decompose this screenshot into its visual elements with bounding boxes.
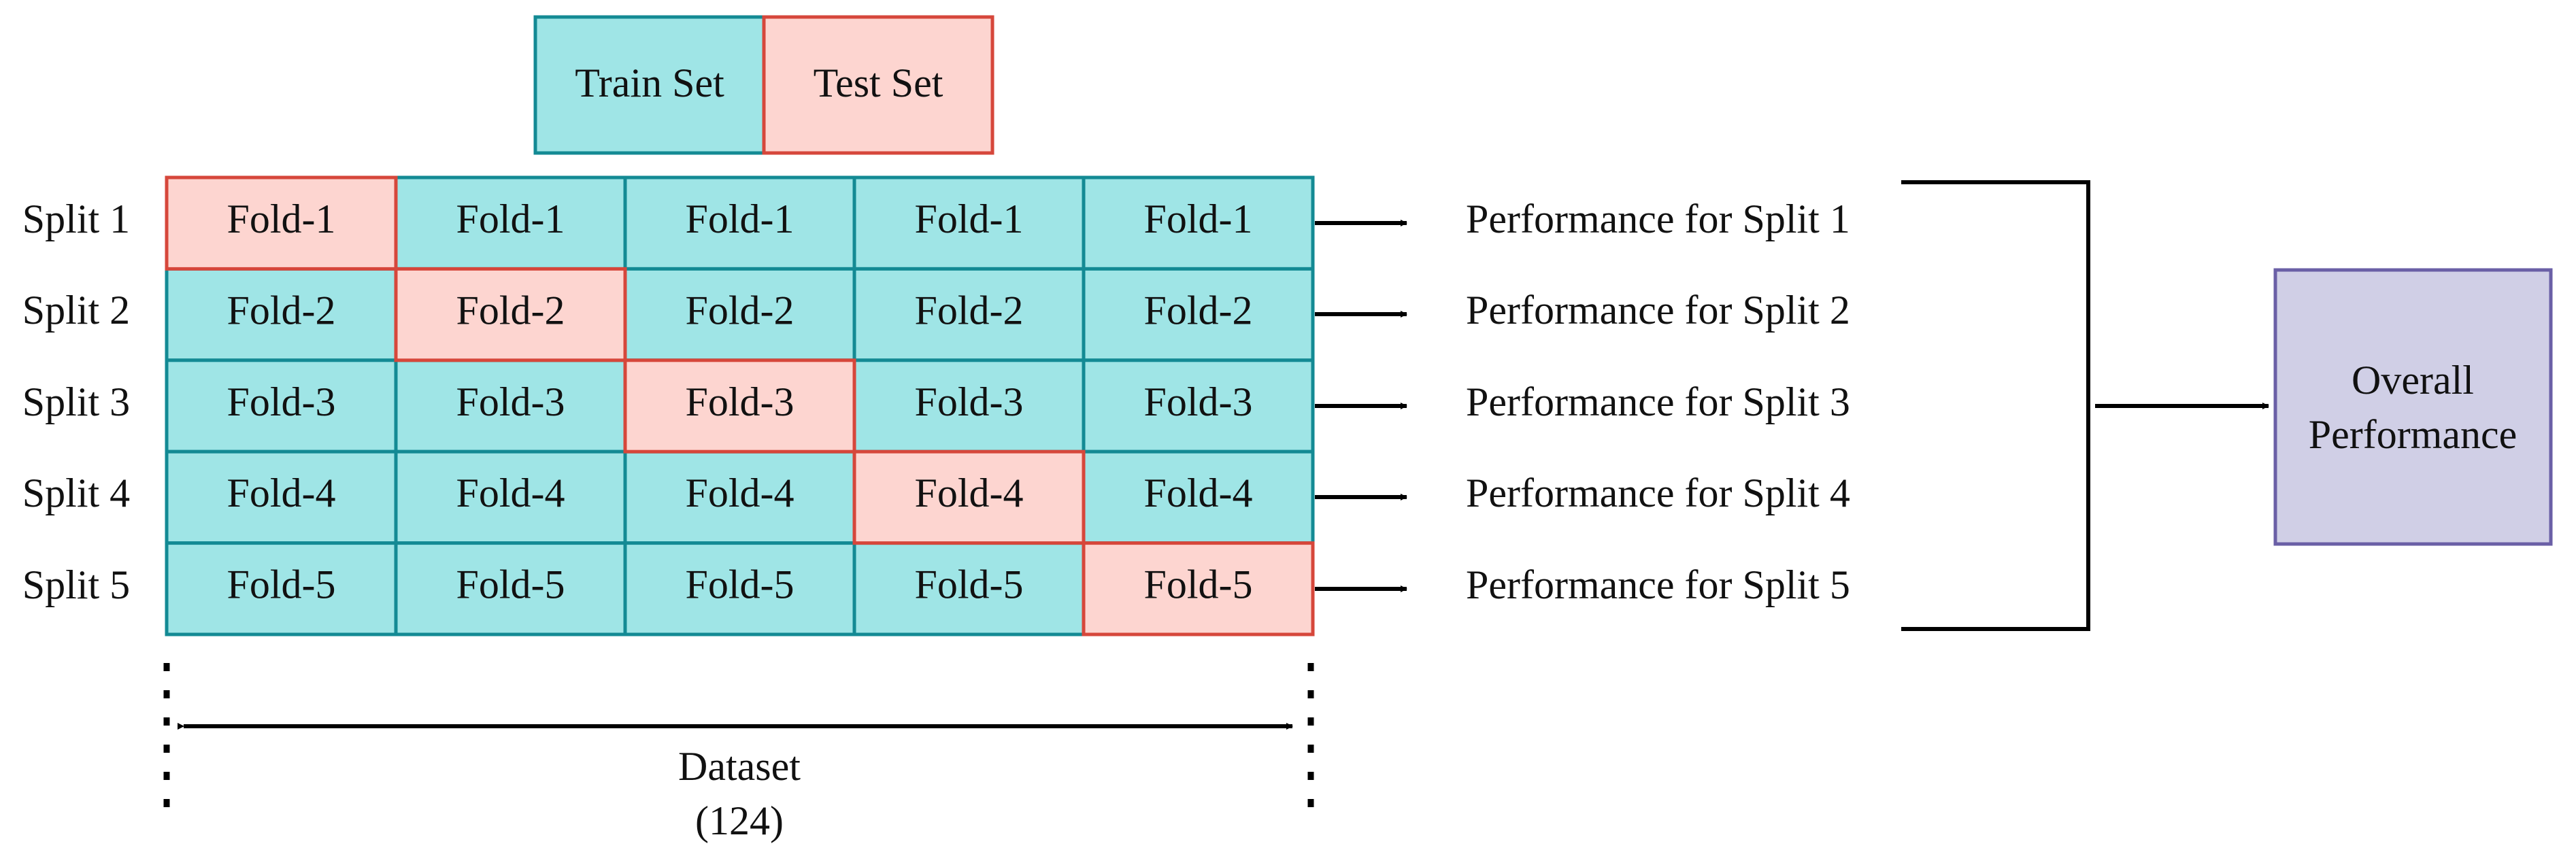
- fold-label: Fold-2: [227, 288, 335, 333]
- fold-label: Fold-2: [914, 288, 1023, 333]
- legend-test-box: [762, 15, 994, 155]
- split-label: Split 1: [22, 197, 130, 241]
- fold-cell-train: [1082, 267, 1315, 362]
- dataset-count: (124): [695, 798, 784, 843]
- overall-performance-box: Overall Performance: [2273, 268, 2553, 546]
- fold-label: Fold-3: [456, 379, 565, 424]
- split-label: Split 5: [22, 562, 130, 607]
- fold-cell-train: [623, 449, 856, 545]
- fold-cell-train: [165, 541, 398, 636]
- dataset-label: Dataset: [678, 744, 801, 789]
- fold-cell-test: [394, 267, 627, 362]
- performance-label: Performance for Split 5: [1466, 562, 1850, 607]
- fold-cell-train: [1082, 175, 1315, 271]
- fold-cell-test: [165, 175, 398, 271]
- performance-label: Performance for Split 2: [1466, 288, 1850, 333]
- fold-label: Fold-1: [1143, 197, 1252, 241]
- split-label: Split 3: [22, 379, 130, 424]
- split-label: Split 4: [22, 471, 130, 515]
- fold-label: Fold-5: [685, 562, 794, 607]
- split-arrows: [1315, 220, 1407, 592]
- fold-cell-train: [623, 541, 856, 636]
- fold-label: Fold-4: [914, 471, 1023, 515]
- performance-label: Performance for Split 1: [1466, 197, 1850, 241]
- fold-label: Fold-3: [227, 379, 335, 424]
- fold-cell-train: [394, 449, 627, 545]
- dataset-extent: Dataset (124): [163, 663, 1314, 843]
- split-label: Split 2: [22, 288, 130, 333]
- performance-label: Performance for Split 3: [1466, 379, 1850, 424]
- fold-cell-test: [1082, 541, 1315, 636]
- fold-label: Fold-2: [1143, 288, 1252, 333]
- legend-train-label: Train Set: [575, 61, 724, 105]
- fold-label: Fold-1: [456, 197, 565, 241]
- legend-train-box: [533, 15, 766, 155]
- fold-label: Fold-5: [914, 562, 1023, 607]
- fold-label: Fold-2: [685, 288, 794, 333]
- fold-label: Fold-4: [456, 471, 565, 515]
- fold-label: Fold-2: [456, 288, 565, 333]
- fold-cell-train: [394, 541, 627, 636]
- fold-label: Fold-4: [685, 471, 794, 515]
- fold-label: Fold-5: [1143, 562, 1252, 607]
- fold-label: Fold-5: [456, 562, 565, 607]
- fold-label: Fold-3: [685, 379, 794, 424]
- performance-label: Performance for Split 4: [1466, 471, 1850, 515]
- fold-label: Fold-1: [914, 197, 1023, 241]
- overall-label-line2: Performance: [2309, 412, 2518, 457]
- fold-cell-train: [1082, 358, 1315, 454]
- fold-label: Fold-3: [1143, 379, 1252, 424]
- performance-labels: Performance for Split 1 Performance for …: [1466, 197, 1850, 607]
- fold-cell-train: [394, 358, 627, 454]
- fold-label: Fold-1: [227, 197, 335, 241]
- fold-label: Fold-1: [685, 197, 794, 241]
- overall-label-line1: Overall: [2352, 358, 2474, 403]
- fold-label: Fold-5: [227, 562, 335, 607]
- legend: Train Set Test Set: [533, 15, 994, 155]
- fold-label: Fold-4: [1143, 471, 1252, 515]
- fold-cell-test: [623, 358, 856, 454]
- aggregation-bracket: [1901, 180, 2090, 631]
- overall-box: [2273, 268, 2553, 546]
- fold-cell-test: [852, 449, 1086, 545]
- split-labels: Split 1 Split 2 Split 3 Split 4 Split 5: [22, 197, 130, 607]
- fold-label: Fold-3: [914, 379, 1023, 424]
- fold-label: Fold-4: [227, 471, 335, 515]
- legend-test-label: Test Set: [814, 61, 943, 105]
